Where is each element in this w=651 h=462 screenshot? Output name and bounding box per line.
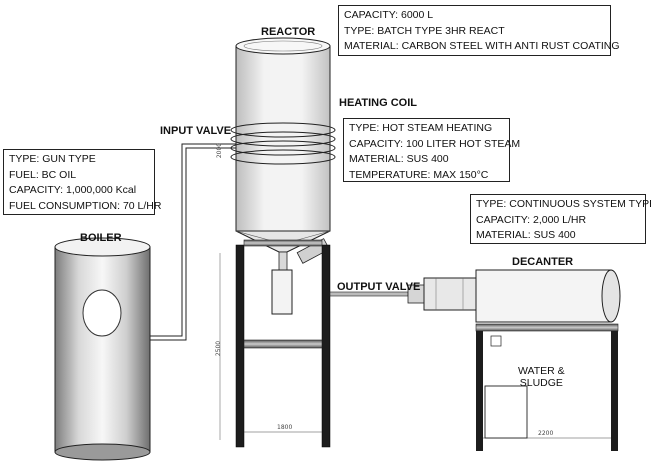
- decanter-stand-width-dim: 2200: [538, 430, 554, 437]
- coil-temperature: TEMPERATURE: MAX 150°C: [349, 168, 489, 181]
- coil-type: TYPE: HOT STEAM HEATING: [349, 122, 493, 134]
- decanter: [475, 269, 621, 451]
- reactor: [230, 37, 336, 315]
- stand-width-dim: 1800: [277, 424, 293, 431]
- sludge-container: [484, 385, 528, 439]
- reactor-top: [235, 37, 331, 55]
- stand-height-dim: 2500: [215, 340, 223, 357]
- boiler-bottom: [54, 443, 151, 461]
- output-pipe: [329, 277, 477, 311]
- reactor-stand: [219, 239, 331, 448]
- water-sludge-label: WATER & SLUDGE: [518, 365, 565, 389]
- reactor-shell: [235, 45, 331, 232]
- decanter-label: DECANTER: [512, 256, 574, 268]
- steam-pipe: [150, 143, 236, 341]
- coil-material: MATERIAL: SUS 400: [349, 153, 449, 165]
- reactor-diameter-dim: 2000: [216, 142, 224, 159]
- water-sludge-line-1: WATER &: [518, 365, 565, 377]
- boiler-label: BOILER: [80, 232, 122, 244]
- decanter-capacity: CAPACITY: 2,000 L/HR: [476, 213, 587, 226]
- output-valve-label: OUTPUT VALVE: [337, 281, 421, 293]
- boiler-spec-box: TYPE: GUN TYPE FUEL: BC OIL CAPACITY: 1,…: [3, 149, 162, 215]
- reactor-material: MATERIAL: CARBON STEEL WITH ANTI RUST CO…: [344, 40, 620, 52]
- boiler-fuel: FUEL: BC OIL: [9, 168, 77, 181]
- reactor-capacity: CAPACITY: 6000 L: [344, 9, 434, 21]
- decanter-body: [475, 269, 612, 323]
- decanter-type: TYPE: CONTINUOUS SYSTEM TYPE: [476, 198, 651, 210]
- reactor-spec-box: CAPACITY: 6000 L TYPE: BATCH TYPE 3HR RE…: [338, 5, 620, 56]
- collection-drum: [271, 269, 293, 315]
- input-valve-label: INPUT VALVE: [160, 125, 232, 137]
- boiler-type: TYPE: GUN TYPE: [9, 153, 96, 165]
- boiler: [54, 237, 151, 461]
- reactor-label: REACTOR: [261, 26, 316, 38]
- decanter-spec-box: TYPE: CONTINUOUS SYSTEM TYPE CAPACITY: 2…: [470, 194, 651, 244]
- heating-coil: [230, 122, 336, 165]
- boiler-port: [82, 289, 122, 337]
- water-sludge-line-2: SLUDGE: [519, 377, 563, 389]
- boiler-top: [54, 237, 151, 257]
- heating-coil-spec-box: TYPE: HOT STEAM HEATING CAPACITY: 100 LI…: [343, 118, 521, 182]
- boiler-fuel-consumption: FUEL CONSUMPTION: 70 L/HR: [9, 199, 162, 212]
- reactor-type: TYPE: BATCH TYPE 3HR REACT: [344, 24, 505, 37]
- boiler-capacity: CAPACITY: 1,000,000 Kcal: [9, 184, 137, 196]
- boiler-body: [54, 246, 151, 453]
- coil-capacity: CAPACITY: 100 LITER HOT STEAM: [349, 137, 521, 150]
- heating-coil-label: HEATING COIL: [339, 97, 418, 109]
- decanter-material: MATERIAL: SUS 400: [476, 229, 576, 241]
